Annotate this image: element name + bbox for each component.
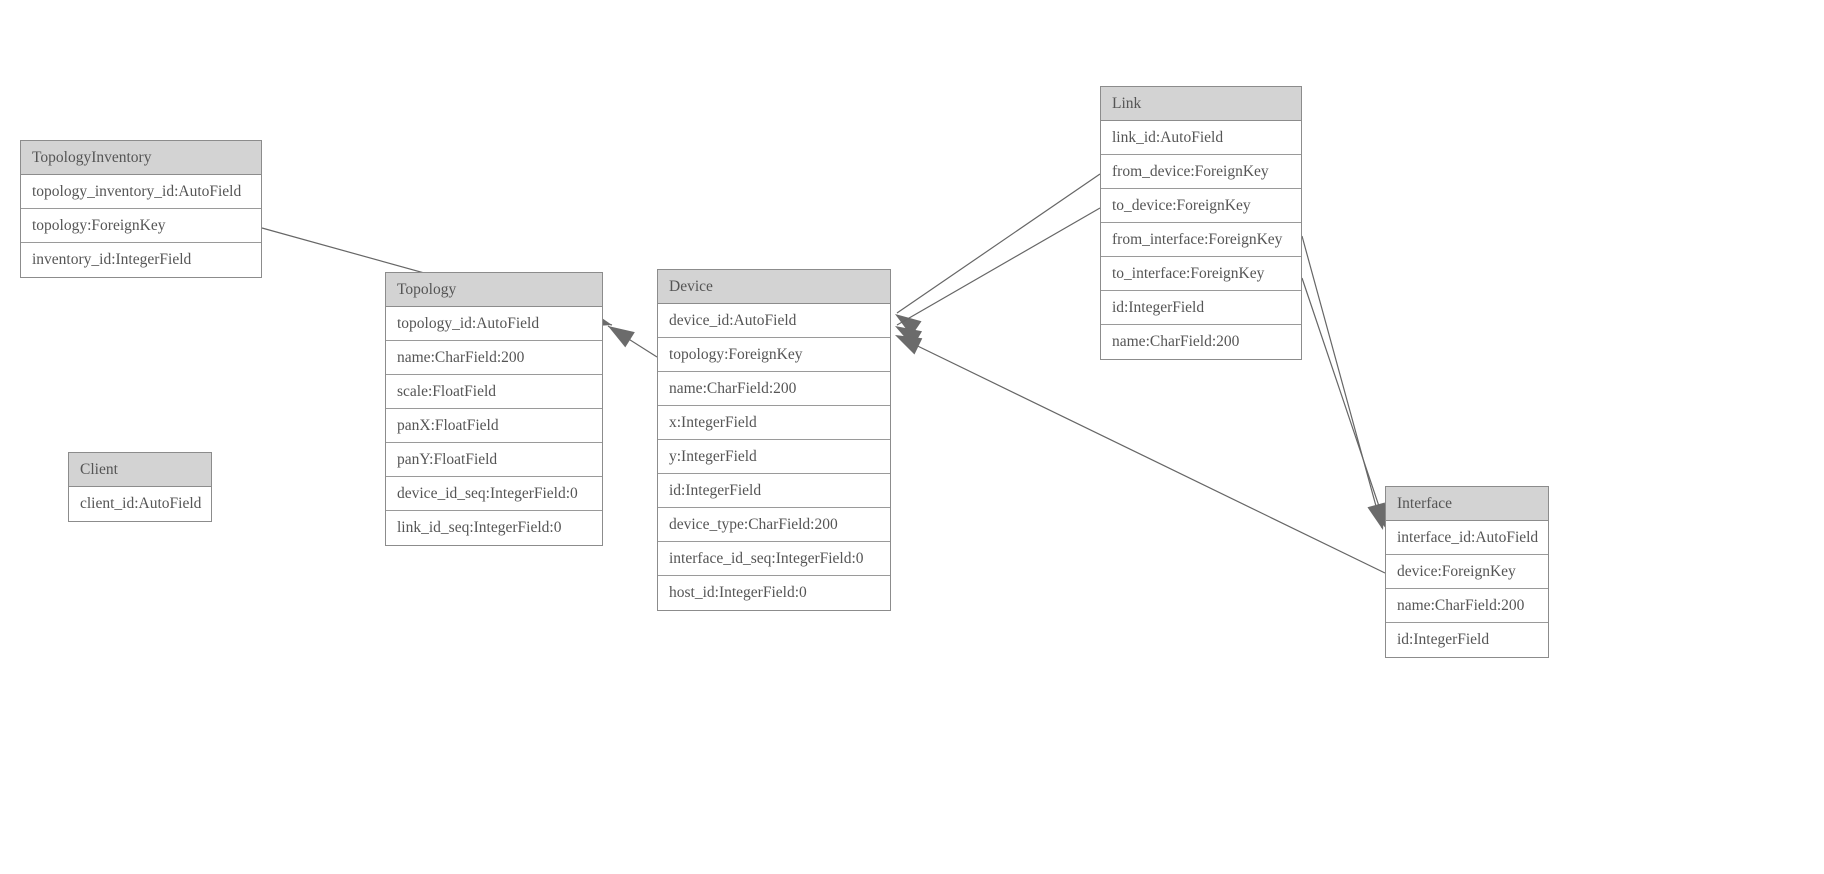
entity-field-row[interactable]: panY:FloatField: [386, 443, 602, 477]
entity-field-row[interactable]: host_id:IntegerField:0: [658, 576, 890, 610]
relationship-line: [896, 173, 1101, 314]
entity-field-row[interactable]: device_id_seq:IntegerField:0: [386, 477, 602, 511]
entity-field-row[interactable]: y:IntegerField: [658, 440, 890, 474]
entity-field-row[interactable]: to_device:ForeignKey: [1101, 189, 1301, 223]
entity-field-row[interactable]: name:CharField:200: [658, 372, 890, 406]
entity-field-row[interactable]: id:IntegerField: [1101, 291, 1301, 325]
entity-field-row[interactable]: link_id:AutoField: [1101, 121, 1301, 155]
relationship-line: [896, 207, 1101, 326]
entity-title-topology: Topology: [386, 273, 602, 307]
entity-title-device: Device: [658, 270, 890, 304]
relationship-line: [607, 325, 658, 358]
relationship-interface-device: [895, 335, 1386, 574]
entity-title-link: Link: [1101, 87, 1301, 121]
entity-field-row[interactable]: link_id_seq:IntegerField:0: [386, 511, 602, 545]
entity-field-row[interactable]: name:CharField:200: [1101, 325, 1301, 359]
relationship-line: [1301, 235, 1383, 529]
entity-field-row[interactable]: topology:ForeignKey: [21, 209, 261, 243]
entity-field-row[interactable]: topology_id:AutoField: [386, 307, 602, 341]
entity-field-row[interactable]: topology:ForeignKey: [658, 338, 890, 372]
entity-title-topologyinventory: TopologyInventory: [21, 141, 261, 175]
entity-title-client: Client: [69, 453, 211, 487]
entity-field-row[interactable]: interface_id_seq:IntegerField:0: [658, 542, 890, 576]
entity-field-row[interactable]: to_interface:ForeignKey: [1101, 257, 1301, 291]
entity-field-row[interactable]: x:IntegerField: [658, 406, 890, 440]
entity-field-row[interactable]: topology_inventory_id:AutoField: [21, 175, 261, 209]
relationship-link-to_device: [895, 207, 1101, 347]
relationship-arrowhead: [895, 326, 923, 347]
entity-field-row[interactable]: name:CharField:200: [386, 341, 602, 375]
entity-field-row[interactable]: interface_id:AutoField: [1386, 521, 1548, 555]
entity-field-row[interactable]: device_type:CharField:200: [658, 508, 890, 542]
relationship-device-topology: [607, 325, 658, 358]
relationship-link-to_interface: [1301, 277, 1388, 530]
relationship-arrowhead: [895, 335, 923, 355]
entity-field-row[interactable]: client_id:AutoField: [69, 487, 211, 521]
relationship-line: [1301, 277, 1387, 528]
entity-field-row[interactable]: id:IntegerField: [1386, 623, 1548, 657]
entity-field-row[interactable]: panX:FloatField: [386, 409, 602, 443]
relationship-line: [896, 335, 1386, 574]
relationship-link-from_device: [895, 173, 1101, 337]
entity-field-row[interactable]: id:IntegerField: [658, 474, 890, 508]
relationship-link-from_interface: [1301, 235, 1385, 530]
entity-field-row[interactable]: inventory_id:IntegerField: [21, 243, 261, 277]
entity-field-row[interactable]: scale:FloatField: [386, 375, 602, 409]
relationship-arrowhead: [895, 314, 922, 337]
entity-field-row[interactable]: name:CharField:200: [1386, 589, 1548, 623]
entity-field-row[interactable]: device:ForeignKey: [1386, 555, 1548, 589]
entity-field-row[interactable]: from_device:ForeignKey: [1101, 155, 1301, 189]
entity-title-interface: Interface: [1386, 487, 1548, 521]
relationship-arrowhead: [608, 326, 635, 348]
entity-field-row[interactable]: from_interface:ForeignKey: [1101, 223, 1301, 257]
entity-field-row[interactable]: device_id:AutoField: [658, 304, 890, 338]
